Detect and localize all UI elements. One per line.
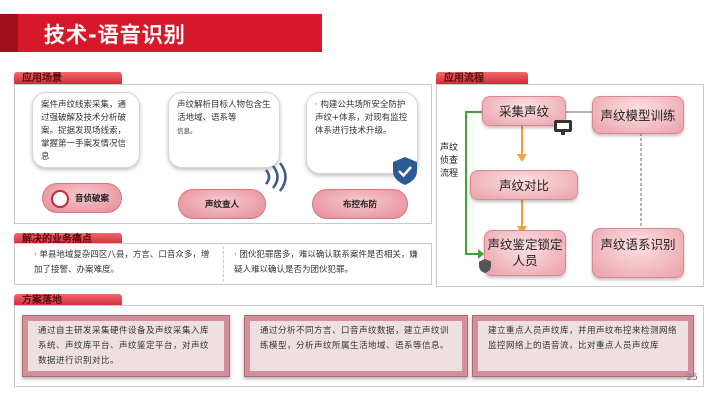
problem-item-1: · 单县地域复杂四区八县，方言、口音众多，增加了接警、办案难度。 — [34, 250, 210, 275]
scene-card-3-text: · 构建公共场所安全防护声纹+体系，对现有监控体系进行技术升级。 — [315, 100, 408, 136]
solution-card-3: 建立重点人员声纹库，并用声纹布控来检测网络监控网络上的语音流，比对重点人员声纹库 — [472, 315, 694, 377]
section-tag-flow: 应用流程 — [436, 72, 528, 86]
scene-pill-1-label: 音侦破案 — [74, 194, 109, 204]
monitor-icon — [554, 120, 572, 135]
scene-pill-3: 布控布防 — [312, 189, 408, 219]
sound-wave-icon — [265, 162, 287, 192]
flow-node-compare-label: 声纹对比 — [498, 178, 549, 193]
page-title: 技术-语音识别 — [44, 23, 186, 47]
flow-node-identify: 声纹鉴定锁定人员 — [484, 230, 566, 276]
scene-pill-2-label: 声纹查人 — [204, 200, 239, 210]
section-tag-scenes: 应用场景 — [14, 72, 122, 86]
section-tag-solution: 方案落地 — [14, 294, 122, 308]
flow-node-collect-label: 采集声纹 — [498, 104, 549, 119]
scene-card-2-small: 信息。 — [177, 127, 197, 135]
problems-divider — [223, 246, 224, 282]
small-shield-icon — [479, 259, 491, 273]
scene-card-1: 案件声纹线索采集，通过强破解及技术分析破案。捉据发现场线索，掌握第一手案发情况信… — [32, 92, 140, 168]
solution-card-2-text: 通过分析不同方言、口音声纹数据，建立声纹训练模型，分析声纹所属生活地域、语系等信… — [250, 321, 462, 371]
flow-side-label: 声纹侦查流程 — [440, 143, 459, 179]
solution-card-1: 通过自主研发采集硬件设备及声纹采集入库系统、声纹库平台、声纹鉴定平台，对声纹数据… — [22, 315, 230, 377]
solution-card-1-text: 通过自主研发采集硬件设备及声纹采集入库系统、声纹库平台、声纹鉴定平台，对声纹数据… — [28, 321, 224, 371]
flow-node-collect: 采集声纹 — [482, 96, 566, 126]
shield-check-icon — [393, 157, 417, 185]
page-number: 25 — [686, 373, 698, 383]
scene-card-2-text: 声纹解析目标人物包含生活地域、语系等 — [177, 100, 271, 123]
solution-card-3-text: 建立重点人员声纹库，并用声纹布控来检测网络监控网络上的语音流，比对重点人员声纹库 — [478, 321, 688, 371]
scene-card-1-text: 案件声纹线索采集，通过强破解及技术分析破案。捉据发现场线索，掌握第一手案发情况信… — [41, 100, 127, 162]
flow-node-dialect-label: 声纹语系识别 — [600, 237, 676, 252]
flow-node-train: 声纹模型训练 — [592, 96, 684, 134]
scene-pill-3-label: 布控布防 — [342, 200, 377, 210]
scene-card-2: 声纹解析目标人物包含生活地域、语系等 信息。 — [168, 92, 280, 168]
solution-card-2: 通过分析不同方言、口音声纹数据，建立声纹训练模型，分析声纹所属生活地域、语系等信… — [244, 315, 468, 377]
flow-node-compare: 声纹对比 — [470, 170, 578, 200]
flow-arrows — [465, 111, 642, 259]
title-bar: 技术-语音识别 — [0, 14, 322, 52]
title-accent — [0, 14, 18, 52]
scene-pill-1: 音侦破案 — [42, 183, 122, 213]
scene-pill-2: 声纹查人 — [178, 189, 266, 219]
flow-node-dialect: 声纹语系识别 — [592, 228, 684, 278]
flow-node-train-label: 声纹模型训练 — [600, 108, 676, 123]
flow-node-identify-label: 声纹鉴定锁定人员 — [487, 237, 563, 268]
target-icon — [51, 190, 69, 208]
problem-item-2: · 团伙犯罪居多，难以确认联系案件是否相关，嫌疑人难以确认是否为团伙犯罪。 — [234, 250, 418, 275]
